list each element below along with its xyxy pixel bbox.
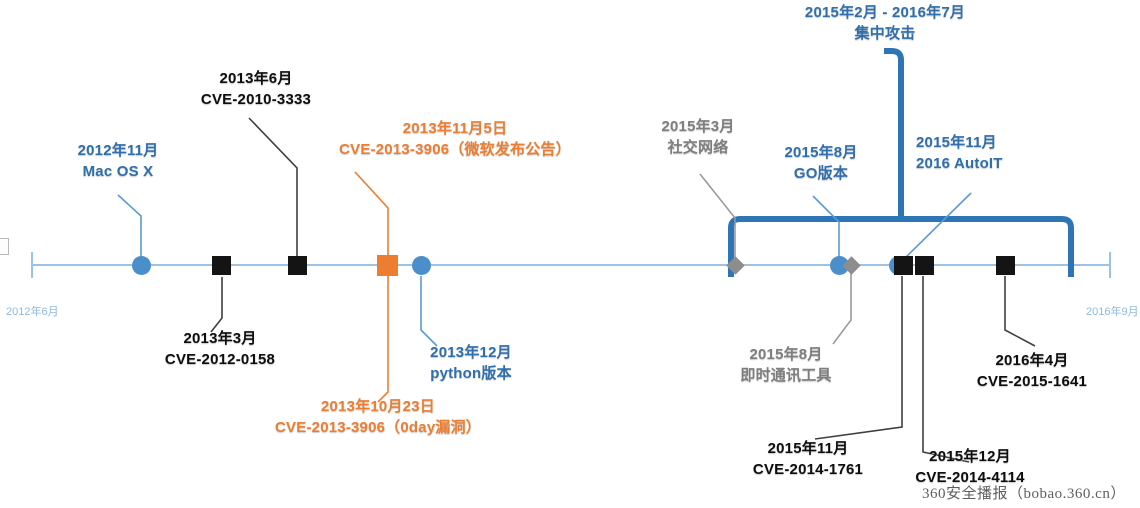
marker-square-cve-2012-0158[interactable] (212, 256, 231, 275)
label-python-version: 2013年12月 python版本 (408, 342, 534, 384)
label-attack-period: 2015年2月 - 2016年7月 集中攻击 (790, 2, 980, 44)
label-mac-os-x-line2: Mac OS X (82, 163, 154, 180)
label-cve-2013-3906-0day-line2: CVE-2013-3906（0day漏洞） (275, 419, 481, 436)
label-go-version-line1: 2015年8月 (784, 144, 858, 161)
leader-cve-2010-3333 (248, 117, 298, 262)
label-cve-2015-1641: 2016年4月 CVE-2015-1641 (962, 350, 1102, 392)
label-cve-2014-4114-line1: 2015年12月 (929, 448, 1011, 465)
timeline-axis (31, 252, 1111, 278)
marker-square-cve-2010-3333[interactable] (288, 256, 307, 275)
leader-cve-2013-3906-0day (377, 276, 389, 403)
label-attack-period-line2: 集中攻击 (854, 25, 916, 42)
label-attack-period-line1: 2015年2月 - 2016年7月 (804, 4, 966, 21)
watermark: 360安全播报（bobao.360.cn） (922, 486, 1126, 502)
label-cve-2013-3906-ms-line1: 2013年11月5日 (402, 120, 508, 137)
attack-period-bracket (728, 48, 1074, 277)
marker-square-cve-2014-4114[interactable] (915, 256, 934, 275)
label-cve-2014-1761-line2: CVE-2014-1761 (752, 461, 864, 478)
label-mac-os-x: 2012年11月 Mac OS X (58, 140, 178, 182)
axis-end-label: 2016年9月 (1086, 306, 1139, 318)
label-go-version: 2015年8月 GO版本 (766, 142, 876, 184)
leader-cve-2014-4114 (922, 276, 970, 463)
label-cve-2012-0158-line2: CVE-2012-0158 (164, 351, 276, 368)
label-python-version-line1: 2013年12月 (430, 344, 512, 361)
label-cve-2010-3333: 2013年6月 CVE-2010-3333 (186, 68, 326, 110)
leader-go-version (812, 195, 840, 262)
leader-cve-2014-1761 (814, 276, 903, 440)
label-cve-2013-3906-0day: 2013年10月23日 CVE-2013-3906（0day漏洞） (248, 396, 508, 438)
label-cve-2014-4114-line2: CVE-2014-4114 (915, 469, 1025, 486)
marker-circle-go-version[interactable] (830, 256, 849, 275)
label-im-tool-line2: 即时通讯工具 (740, 367, 832, 384)
label-autoit: 2015年11月 2016 AutoIT (916, 132, 1036, 174)
leader-mac-os-x (117, 194, 142, 262)
label-python-version-line2: python版本 (430, 365, 512, 382)
label-cve-2012-0158: 2013年3月 CVE-2012-0158 (150, 328, 290, 370)
label-cve-2010-3333-line1: 2013年6月 (219, 70, 293, 87)
marker-circle-mac-os-x[interactable] (132, 256, 151, 275)
leader-social-network (699, 173, 736, 262)
label-cve-2014-1761-line1: 2015年11月 (767, 440, 849, 457)
label-social-network-line1: 2015年3月 (661, 118, 735, 135)
label-cve-2015-1641-line1: 2016年4月 (995, 352, 1069, 369)
label-cve-2012-0158-line1: 2013年3月 (183, 330, 257, 347)
leader-python-version (420, 276, 438, 347)
label-social-network-line2: 社交网络 (667, 139, 729, 156)
axis-start-label: 2012年6月 (6, 306, 59, 318)
label-cve-2013-3906-0day-line1: 2013年10月23日 (321, 398, 435, 415)
label-cve-2013-3906-ms-line2: CVE-2013-3906（微软发布公告） (339, 141, 571, 158)
marker-square-cve-2015-1641[interactable] (996, 256, 1015, 275)
label-im-tool-line1: 2015年8月 (749, 346, 823, 363)
label-go-version-line2: GO版本 (793, 165, 849, 182)
corner-artifact (0, 238, 9, 255)
marker-square-cve-2014-1761[interactable] (894, 256, 913, 275)
leader-cve-2015-1641 (1004, 276, 1036, 347)
label-social-network: 2015年3月 社交网络 (638, 116, 758, 158)
label-cve-2015-1641-line2: CVE-2015-1641 (976, 373, 1088, 390)
leader-cve-2013-3906-ms (354, 171, 389, 256)
leader-cve-2012-0158 (210, 277, 223, 333)
label-cve-2010-3333-line2: CVE-2010-3333 (200, 91, 312, 108)
label-cve-2014-1761: 2015年11月 CVE-2014-1761 (738, 438, 878, 480)
label-autoit-line2: 2016 AutoIT (916, 155, 1003, 172)
label-cve-2013-3906-ms: 2013年11月5日 CVE-2013-3906（微软发布公告） (310, 118, 600, 160)
marker-circle-python-version[interactable] (412, 256, 431, 275)
label-mac-os-x-line1: 2012年11月 (77, 142, 159, 159)
leader-autoit (900, 192, 972, 263)
label-im-tool: 2015年8月 即时通讯工具 (716, 344, 856, 386)
marker-square-cve-2013-3906[interactable] (377, 255, 398, 276)
label-autoit-line1: 2015年11月 (916, 134, 997, 151)
leader-im-tool (832, 272, 852, 345)
label-cve-2014-4114: 2015年12月 CVE-2014-4114 (900, 446, 1040, 488)
